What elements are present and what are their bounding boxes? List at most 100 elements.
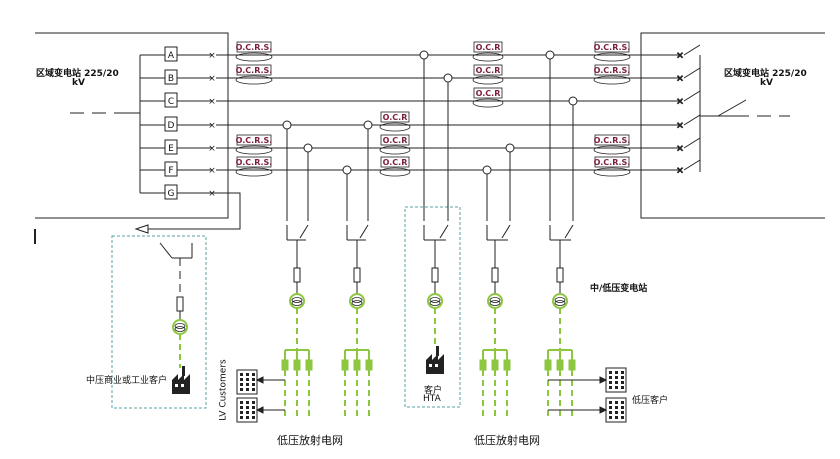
left-station-label-line2: kV	[72, 78, 85, 88]
feeder-b: B×	[140, 69, 216, 85]
svg-text:O.C.R: O.C.R	[476, 43, 501, 52]
lv-customers-vertical-label: LV Customers	[218, 359, 229, 421]
tap-node-icon	[303, 143, 313, 153]
building-icon	[236, 397, 258, 423]
mv-lv-column	[341, 200, 373, 420]
svg-text:O.C.R: O.C.R	[476, 89, 501, 98]
mv-lv-substation-label: 中/低压变电站	[590, 284, 648, 294]
mv-customer-box	[111, 235, 207, 409]
svg-text:O.C.R.S.: O.C.R.S.	[594, 66, 631, 75]
lv-fuse-icon	[293, 359, 301, 371]
breaker-x-icon: ×	[208, 144, 216, 154]
tap-node-icon	[545, 50, 555, 60]
ocr-relay: O.C.R.S.	[235, 64, 273, 85]
ocr-relay: O.C.R.S.	[593, 134, 631, 155]
ocr-relay: O.C.R	[472, 41, 504, 62]
left-substation	[34, 32, 229, 244]
feeder-label: C	[168, 97, 174, 107]
svg-text:O.C.R: O.C.R	[383, 136, 408, 145]
svg-text:O.C.R.S.: O.C.R.S.	[236, 158, 273, 167]
breaker-x-icon: ×	[676, 166, 684, 176]
fuse-icon	[176, 296, 184, 312]
breaker-x-icon: ×	[676, 121, 684, 131]
feeder-g: G×	[140, 184, 216, 200]
lv-fuse-icon	[503, 359, 511, 371]
ocr-relay: O.C.R	[472, 64, 504, 85]
lv-network-label-1: 低压放射电网	[277, 434, 343, 447]
breaker-x-icon: ×	[208, 51, 216, 61]
tap-node-icon	[443, 73, 453, 83]
lv-fuse-icon	[281, 359, 289, 371]
feeder-a: A×	[140, 46, 216, 62]
ocr-relay: O.C.R.S.	[593, 64, 631, 85]
ocr-relay: O.C.R.S.	[235, 134, 273, 155]
ocr-relay: O.C.R.S.	[593, 41, 631, 62]
building-icon	[236, 369, 258, 395]
hta-customer-label-line1: 客户	[424, 386, 443, 396]
tap-node-icon	[568, 96, 578, 106]
lv-network-label-2: 低压放射电网	[474, 434, 540, 447]
feeder-d: D×	[140, 116, 216, 132]
factory-icon	[172, 366, 190, 394]
svg-text:O.C.R.S.: O.C.R.S.	[236, 43, 273, 52]
breaker-x-icon: ×	[676, 97, 684, 107]
ocr-relay: O.C.R	[379, 111, 411, 132]
switch-blade	[683, 159, 701, 171]
mv-customer-column	[159, 242, 193, 368]
switch-blade	[683, 44, 701, 56]
svg-text:O.C.R: O.C.R	[383, 113, 408, 122]
breaker-x-icon: ×	[208, 166, 216, 176]
fuse-icon	[293, 267, 301, 283]
mv-lv-column	[479, 200, 511, 420]
tap-node-icon	[282, 120, 292, 130]
feeder-label: A	[168, 51, 175, 61]
feeder-g-route	[134, 192, 241, 234]
breaker-x-icon: ×	[208, 74, 216, 84]
lv-fuse-icon	[556, 359, 564, 371]
mv-customer-label: 中压商业或工业客户	[86, 376, 168, 386]
feeder-e: E×	[140, 139, 216, 155]
lv-fuse-icon	[365, 359, 373, 371]
lv-fuse-icon	[544, 359, 552, 371]
svg-text:O.C.R.S.: O.C.R.S.	[594, 136, 631, 145]
feeder-label: E	[168, 144, 174, 154]
tap-node-icon	[363, 120, 373, 130]
left-station-label-line1: 区域变电站 225/20	[36, 69, 119, 79]
right-station-label-line1: 区域变电站 225/20	[724, 69, 807, 79]
breaker-x-icon: ×	[208, 97, 216, 107]
lv-arrows	[255, 376, 608, 414]
feeder-label: D	[168, 121, 175, 131]
hta-column	[423, 200, 449, 345]
fuse-icon	[556, 267, 564, 283]
lv-fuse-icon	[341, 359, 349, 371]
breaker-x-icon: ×	[676, 51, 684, 61]
ocr-relay: O.C.R	[379, 156, 411, 177]
mv-lv-column	[544, 200, 576, 420]
lv-fuse-icon	[479, 359, 487, 371]
switch-blade	[683, 137, 701, 149]
svg-text:O.C.R.S.: O.C.R.S.	[236, 66, 273, 75]
lv-fuse-icon	[305, 359, 313, 371]
svg-text:O.C.R.S.: O.C.R.S.	[236, 136, 273, 145]
lv-customer-label: 低压客户	[632, 396, 669, 406]
switch-blade	[683, 114, 701, 126]
lv-fuse-icon	[568, 359, 576, 371]
svg-text:O.C.R.S.: O.C.R.S.	[594, 158, 631, 167]
fuse-icon	[491, 267, 499, 283]
feeder-label: B	[168, 74, 174, 84]
hta-customer-label-line2: HTA	[423, 394, 441, 404]
ocr-relay: O.C.R	[472, 87, 504, 108]
right-station-label-line2: kV	[760, 78, 773, 88]
fuse-icon	[431, 267, 439, 283]
factory-icon	[426, 346, 444, 374]
feeder-f: F×	[140, 161, 216, 177]
building-icon	[605, 367, 627, 393]
switch-blade	[683, 67, 701, 79]
fuse-icon	[353, 267, 361, 283]
ocr-relay: O.C.R.S.	[235, 156, 273, 177]
svg-text:O.C.R.S.: O.C.R.S.	[594, 43, 631, 52]
tap-node-icon	[419, 50, 429, 60]
mv-lv-column	[281, 200, 313, 420]
lv-fuse-icon	[353, 359, 361, 371]
svg-text:O.C.R: O.C.R	[383, 158, 408, 167]
